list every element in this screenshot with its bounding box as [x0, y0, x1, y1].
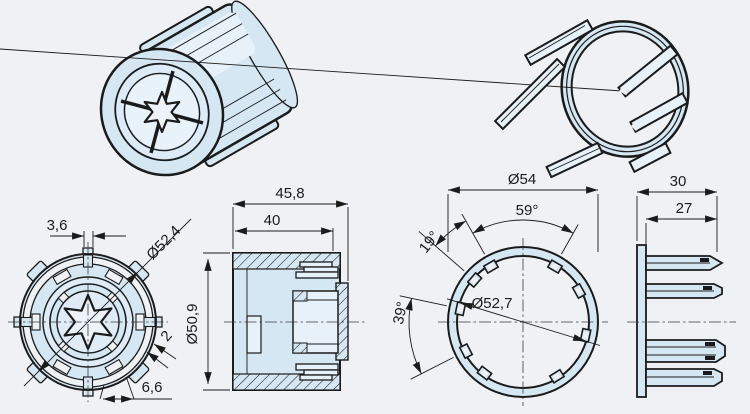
dim-section-body-length: 40	[235, 212, 334, 251]
dim-drive-inner-dia: Ø52,7	[446, 295, 601, 346]
crown-iso-star-bore	[143, 90, 181, 134]
front-view-drive-adapter: Ø54 59° 19° 39° Ø52,7	[390, 171, 608, 406]
iso-view-drive-adapter	[0, 18, 690, 179]
dim-label-lug-width: 6,6	[142, 379, 163, 396]
dim-drive-overall-depth: 30	[636, 173, 718, 252]
dim-label-side-angle: 39°	[390, 300, 411, 326]
drive-side-prongs	[645, 255, 726, 387]
iso-view-crown-adapter	[99, 0, 299, 177]
dim-label-drive-inner-dia: Ø52,7	[472, 295, 513, 312]
dim-label-body-dia: Ø50,9	[184, 304, 201, 345]
dim-drive-side-angle: 39°	[390, 295, 454, 380]
dim-label-prong-length: 27	[676, 200, 693, 217]
section-step-plates	[295, 261, 339, 381]
drive-side-plate	[636, 244, 647, 398]
dim-label-slot-width: 2	[157, 327, 175, 344]
dim-label-tab-width: 3,6	[47, 217, 68, 234]
dim-label-outer-dia: Ø52,4	[143, 222, 184, 263]
dim-label-body-length: 40	[264, 212, 281, 229]
drive-iso-inner-prongs	[0, 44, 689, 174]
dim-section-body-dia: Ø50,9	[184, 252, 230, 391]
crown-mid-ring-slots	[31, 268, 145, 376]
crown-iso-front-face	[99, 47, 225, 177]
dim-drive-top-angle: 59°	[461, 202, 579, 255]
dim-drive-notch-angle: 19°	[416, 220, 467, 272]
front-view-crown-adapter: 3,6 Ø52,4 2 6,6	[8, 217, 192, 403]
drive-ring-notches	[454, 259, 592, 384]
dim-drive-prong-length: 27	[645, 200, 717, 244]
drive-iso-outer-prongs	[493, 18, 604, 179]
dim-label-top-angle: 59°	[516, 202, 539, 219]
dim-label-overall-depth: 30	[670, 173, 687, 190]
dim-label-overall-length: 45,8	[275, 185, 304, 202]
dim-crown-tab-width: 3,6	[47, 217, 126, 247]
dim-crown-lug-width: 6,6	[99, 378, 172, 403]
crown-centerlines	[8, 242, 168, 402]
dim-label-drive-outer-dia: Ø54	[508, 171, 536, 188]
dim-section-overall-length: 45,8	[232, 185, 349, 281]
section-view-crown-adapter: 45,8 40 Ø50,9	[184, 185, 366, 391]
dim-drive-outer-dia: Ø54	[447, 171, 599, 252]
side-view-drive-adapter: 30 27	[627, 173, 736, 398]
